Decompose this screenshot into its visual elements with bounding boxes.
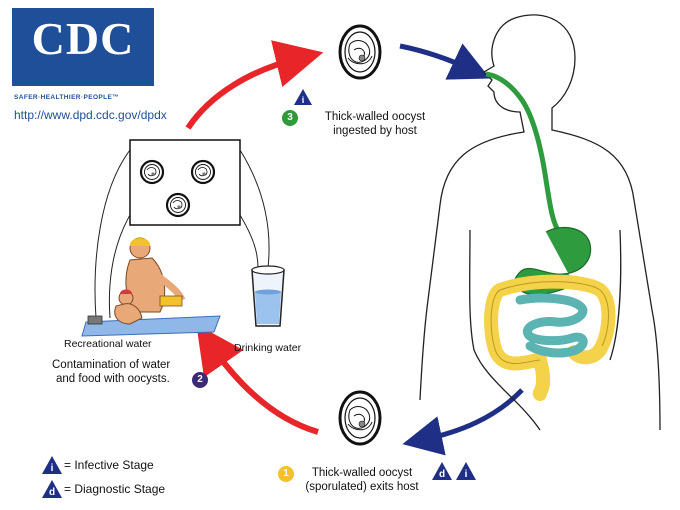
step-1-line1: Thick-walled oocyst xyxy=(311,467,413,479)
i-badge-icon: i xyxy=(456,462,476,485)
human-body-outline xyxy=(419,14,661,431)
d-badge-icon: d xyxy=(432,462,452,485)
arrow-step1-to-2 xyxy=(196,324,319,435)
step-1-number: 1 xyxy=(278,466,294,482)
arrow-ingestion xyxy=(399,43,491,80)
svg-text:d: d xyxy=(49,487,55,498)
gi-tract xyxy=(484,71,616,401)
step-2-number: 2 xyxy=(192,372,208,388)
svg-text:i: i xyxy=(465,469,468,480)
cdc-logo: CDC xyxy=(12,8,154,86)
drinking-glass-icon xyxy=(251,265,285,327)
step-1-line2: (sporulated) exits host xyxy=(305,481,419,493)
oocyst-icon xyxy=(338,390,382,446)
legend-infective-text: = Infective Stage xyxy=(64,458,154,472)
cdc-tagline: SAFER·HEALTHIER·PEOPLE™ xyxy=(14,94,120,101)
arrow-step2-to-3 xyxy=(185,40,324,130)
svg-text:d: d xyxy=(439,469,445,480)
arrow-exit xyxy=(402,388,524,456)
source-url[interactable]: http://www.dpd.cdc.gov/dpdx xyxy=(14,108,167,122)
swimmer-figure xyxy=(81,237,221,337)
i-badge-icon: i xyxy=(42,456,62,479)
step-3-line1: Thick-walled oocyst xyxy=(324,111,426,123)
cdc-logo-text: CDC xyxy=(31,13,135,64)
oocyst-icon xyxy=(190,159,216,185)
legend-diagnostic-text: = Diagnostic Stage xyxy=(64,482,166,496)
step-3-line2: ingested by host xyxy=(333,125,417,137)
step-3-number: 3 xyxy=(282,110,298,126)
recreational-water-label: Recreational water xyxy=(64,338,152,350)
step-2-line1: Contamination of water xyxy=(52,359,171,371)
d-badge-icon: d xyxy=(42,480,62,503)
step-2-line2: and food with oocysts. xyxy=(56,373,170,385)
oocyst-icon xyxy=(165,192,191,218)
i-badge-icon: i xyxy=(294,89,312,110)
oocyst-icon xyxy=(338,24,382,80)
svg-text:i: i xyxy=(302,95,305,105)
oocyst-icon xyxy=(139,159,165,185)
legend: i = Infective Stage d = Diagnostic Stage xyxy=(42,456,242,502)
svg-text:i: i xyxy=(51,463,54,474)
drinking-water-label: Drinking water xyxy=(234,342,302,354)
